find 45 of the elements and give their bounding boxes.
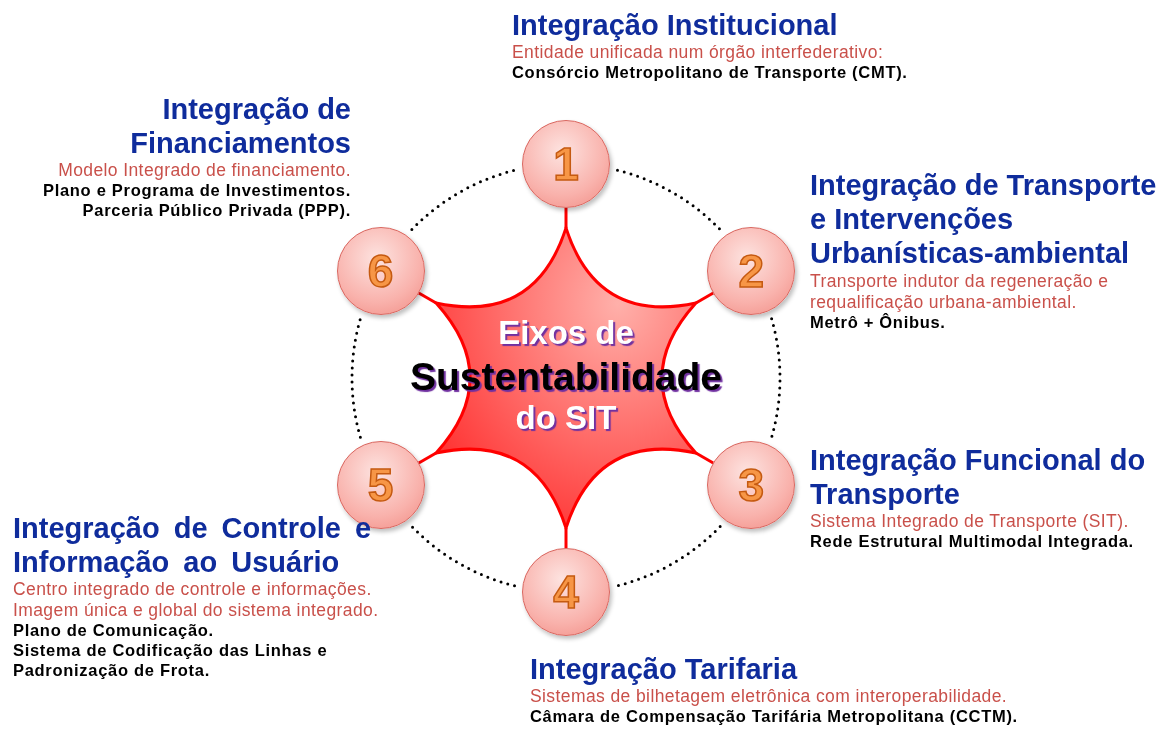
axis-heading: Integração de Transporte e Intervenções Urbanísticas-ambiental bbox=[810, 168, 1158, 271]
step-number: 4 bbox=[553, 569, 579, 615]
numbered-circle bbox=[707, 227, 796, 315]
description-text: Entidade unificada num órgão interfederativo: bbox=[512, 42, 885, 64]
axis-heading: Integração Funcional do Transporte bbox=[810, 443, 1147, 512]
center-title: Sustentabilidade bbox=[408, 355, 724, 399]
detail-text: Metrô + Ônibus. bbox=[810, 312, 947, 333]
description-text: Sistemas de bilhetagem eletrônica com interoperabilidade. bbox=[530, 686, 1009, 708]
connector-line bbox=[418, 291, 437, 305]
detail-text: Parceria Público Privada (PPP). bbox=[81, 201, 351, 222]
detail-text: Consórcio Metropolitano de Transporte (CMT). bbox=[512, 63, 909, 83]
connector-line bbox=[564, 208, 568, 228]
dotted-connector bbox=[350, 317, 362, 439]
dotted-connector bbox=[770, 317, 782, 439]
description-text: Modelo Integrado de financiamento. bbox=[57, 160, 351, 182]
description-text: Centro integrado de controle e informações. bbox=[13, 579, 373, 601]
step-number: 5 bbox=[367, 462, 394, 508]
description-text: Imagem única e global do sistema integrado. bbox=[13, 600, 380, 622]
description-text: Transporte indutor da regeneração e requalificação urbana-ambiental. bbox=[810, 270, 1110, 312]
axis-heading: Integração Institucional bbox=[512, 8, 839, 43]
step-number: 3 bbox=[738, 462, 765, 508]
description-text: Sistema Integrado de Transporte (SIT). bbox=[810, 511, 1130, 533]
numbered-circle bbox=[707, 441, 796, 529]
axis-heading: Integração Tarifaria bbox=[530, 652, 799, 687]
dotted-connector bbox=[616, 524, 722, 588]
center-title: Eixos de bbox=[497, 314, 635, 352]
connector-line bbox=[695, 451, 714, 465]
connector-line bbox=[564, 528, 568, 548]
axis-heading: Integração de Financiamentos bbox=[129, 92, 351, 161]
step-number: 6 bbox=[367, 248, 394, 294]
dotted-connector bbox=[410, 524, 516, 588]
numbered-circle bbox=[336, 227, 425, 315]
step-number: 2 bbox=[738, 248, 765, 294]
detail-text: Rede Estrutural Multimodal Integrada. bbox=[810, 532, 1135, 553]
connector-line bbox=[418, 451, 437, 465]
step-number: 1 bbox=[553, 141, 579, 187]
detail-text: Plano de Comunicação. bbox=[13, 621, 215, 642]
dotted-connector bbox=[616, 168, 722, 232]
dotted-connector bbox=[410, 168, 516, 232]
detail-text: Câmara de Compensação Tarifária Metropolitana (CCTM). bbox=[530, 707, 1019, 727]
axis-heading: Integração de Controle e Informação ao Usuário bbox=[13, 511, 372, 580]
connector-line bbox=[695, 291, 714, 305]
detail-text: Plano e Programa de Investimentos. bbox=[41, 181, 351, 202]
detail-text: Sistema de Codificação das Linhas e Padronização de Frota. bbox=[13, 641, 329, 681]
center-title: do SIT bbox=[514, 399, 618, 437]
